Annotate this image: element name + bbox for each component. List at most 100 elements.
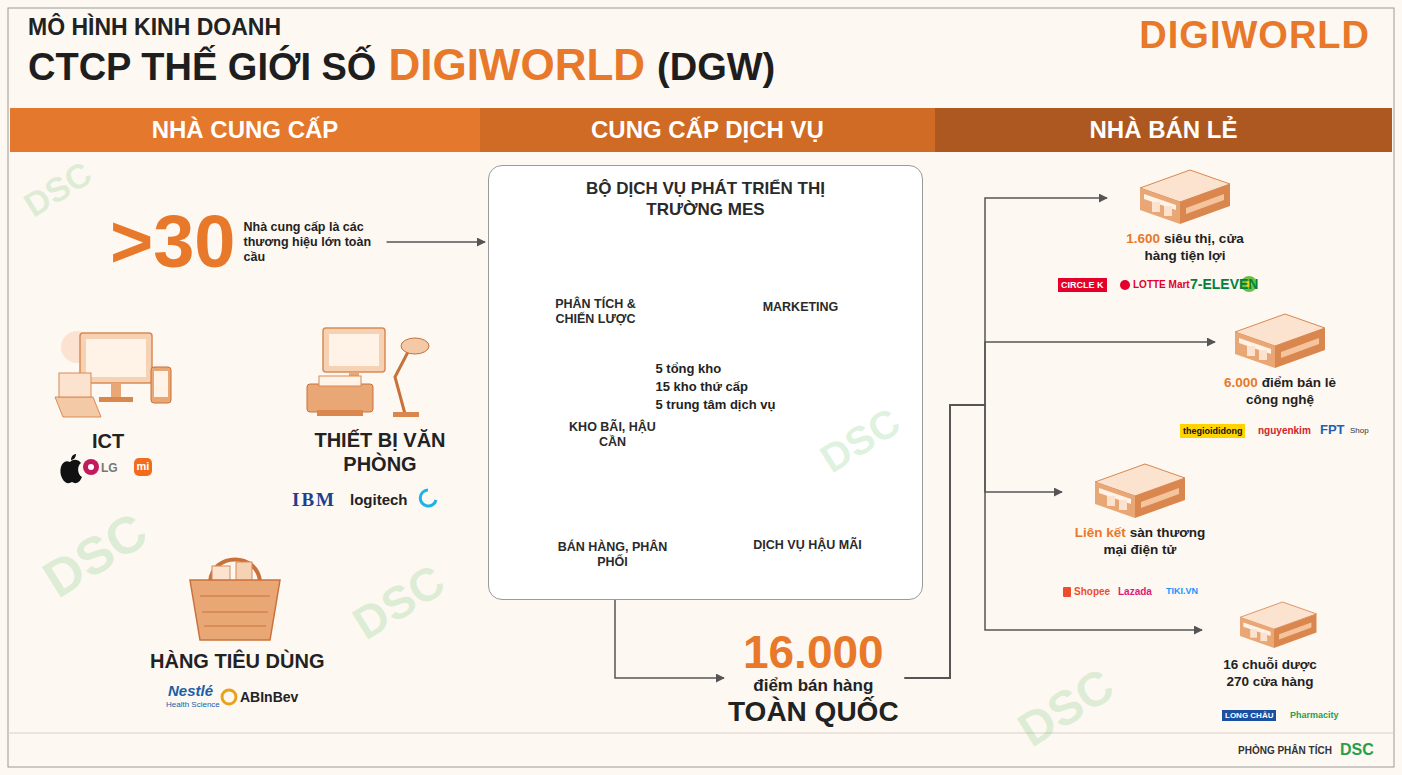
basket-illustration <box>190 580 280 640</box>
brand-logo: FPT <box>1320 422 1345 437</box>
column-band: CUNG CẤP DỊCH VỤ <box>480 108 935 152</box>
brand-marks <box>88 464 94 470</box>
basket-illustration <box>204 626 266 627</box>
retail-channel: Liên kếtsàn thương mại điện tử <box>1065 462 1215 558</box>
office-illustration <box>329 334 379 366</box>
brand-logo: 7-ELEVEN <box>1190 276 1258 292</box>
brand-logo: Pharmacity <box>1290 710 1339 720</box>
node-text: KHO BÃI, HẬU CẦN <box>558 420 668 450</box>
service-item: KHO BÃI, HẬU CẦN 5 tổng kho15 kho thứ cấp… <box>558 360 808 450</box>
brand-logo: Shopee <box>1074 586 1110 597</box>
category-name: HÀNG TIÊU DÙNG <box>150 650 324 673</box>
ict-illustration <box>99 397 133 402</box>
category-name: THIẾT BỊ VĂN PHÒNG <box>303 428 457 476</box>
title-text: MÔ HÌNH KINH DOANH <box>28 14 281 41</box>
node-text: CUNG CẤP DỊCH VỤ <box>591 116 824 144</box>
node-text: 5 trung tâm dịch vụ <box>558 396 808 414</box>
brand-logo: Lazada <box>1118 586 1152 597</box>
brand-logo: Health Science <box>166 700 220 709</box>
brand-logo: thegioididong <box>1180 424 1245 438</box>
service-item: BÁN HÀNG, PHÂN PHỐI <box>557 540 669 570</box>
brand-marks <box>60 454 82 483</box>
node-text: Nhà cung cấp là các thương hiệu lớn toàn… <box>244 220 379 265</box>
brand-logo: Shop <box>1350 426 1369 435</box>
service-box: BỘ DỊCH VỤ PHÁT TRIỂN THỊ TRƯỜNG MES PHÂN… <box>488 165 923 600</box>
frame <box>8 8 1394 767</box>
node-text: 16 chuỗi dược <box>1205 656 1335 673</box>
title-text: DIGIWORLD <box>388 40 645 90</box>
retail-channel: 6.000điểm bán lẻ công nghệ <box>1218 312 1342 408</box>
node-text: 5 tổng kho <box>558 360 808 378</box>
ict-illustration <box>151 367 171 403</box>
node-text: BỘ DỊCH VỤ PHÁT TRIỂN THỊ TRƯỜNG MES <box>489 166 922 220</box>
company-logo: DIGIWORLD <box>1139 14 1370 57</box>
store-icons <box>1235 314 1325 368</box>
ict-illustration <box>154 371 168 397</box>
brand-logo: LOTTE Mart <box>1133 279 1190 290</box>
node-text: MARKETING <box>745 300 857 315</box>
node-text: >30 <box>110 203 236 281</box>
node-text: 15 kho thứ cấp <box>558 378 808 396</box>
brand-logo: LONG CHÂU <box>1222 710 1276 721</box>
ict-illustration <box>59 373 91 397</box>
basket-illustration <box>202 612 268 613</box>
brand-marks <box>1120 280 1130 290</box>
office-illustration <box>317 410 363 416</box>
node-text: điểm bán lẻ công nghệ <box>1246 375 1336 407</box>
flow-connector <box>615 600 724 678</box>
office-illustration <box>307 328 429 417</box>
store-icons <box>1140 170 1230 224</box>
source-note: PHÒNG PHÂN TÍCH <box>1238 745 1332 756</box>
watermark: DSC <box>17 154 99 225</box>
brand-marks <box>1063 587 1071 597</box>
supplier-count: >30Nhà cung cấp là các thương hiệu lớn t… <box>110 203 379 281</box>
sales-points: 16.000điểm bán hàngTOÀN QUỐC <box>728 628 899 728</box>
node-text: BÁN HÀNG, PHÂN PHỐI <box>557 540 669 570</box>
store-icons <box>1095 170 1325 648</box>
retail-channel: 16 chuỗi dược270 cửa hàng <box>1205 600 1335 690</box>
office-illustration <box>307 384 373 412</box>
brand-marks <box>134 458 152 476</box>
office-illustration <box>401 338 429 354</box>
title-text: CTCP THẾ GIỚI SỐ <box>28 46 376 89</box>
node-text: điểm bán hàng <box>728 676 899 696</box>
node-text: 16.000 <box>728 628 899 676</box>
brand-logo: TIKI.VN <box>1166 586 1198 596</box>
node-text: TOÀN QUỐC <box>728 696 899 728</box>
brand-marks <box>83 459 99 475</box>
node-text: Liên kết <box>1075 525 1126 540</box>
office-illustration <box>395 350 409 414</box>
brand-logo: mi <box>134 460 152 472</box>
ict-illustration <box>111 383 121 397</box>
ict-illustration <box>55 397 101 417</box>
flow-connector <box>905 342 1215 678</box>
retail-channel: 1.600siêu thị, cửa hàng tiện lợi <box>1110 168 1260 264</box>
brand-marks <box>420 490 436 506</box>
service-item: DỊCH VỤ HẬU MÃI <box>752 538 864 553</box>
basket-illustration <box>200 596 270 597</box>
node-text: 270 cửa hàng <box>1205 673 1335 690</box>
node-text: NHÀ CUNG CẤP <box>152 116 339 144</box>
office-illustration <box>319 376 361 386</box>
category-name: ICT <box>92 430 124 453</box>
brand-logo: Nestlé <box>168 682 213 699</box>
flow-connector <box>905 405 1062 678</box>
office-illustration <box>323 328 385 372</box>
brand-logo: logitech <box>350 491 408 508</box>
source-note: DSC <box>1340 741 1374 759</box>
watermark: DSC <box>32 500 157 609</box>
flow-connector <box>387 241 485 243</box>
ict-illustration <box>86 339 146 377</box>
service-item: MARKETING <box>745 300 857 315</box>
node-text: PHÂN TÍCH & CHIẾN LƯỢC <box>540 297 652 327</box>
watermark: DSC <box>343 553 454 650</box>
office-illustration <box>393 412 419 417</box>
brand-logo: nguyenkim <box>1258 425 1311 436</box>
service-item: PHÂN TÍCH & CHIẾN LƯỢC <box>540 297 652 327</box>
node-text: DỊCH VỤ HẬU MÃI <box>752 538 864 553</box>
brand-marks <box>222 690 236 704</box>
store-icons <box>1240 602 1317 648</box>
flow-connector <box>905 198 1107 678</box>
brand-logo: CIRCLE K <box>1058 278 1107 292</box>
